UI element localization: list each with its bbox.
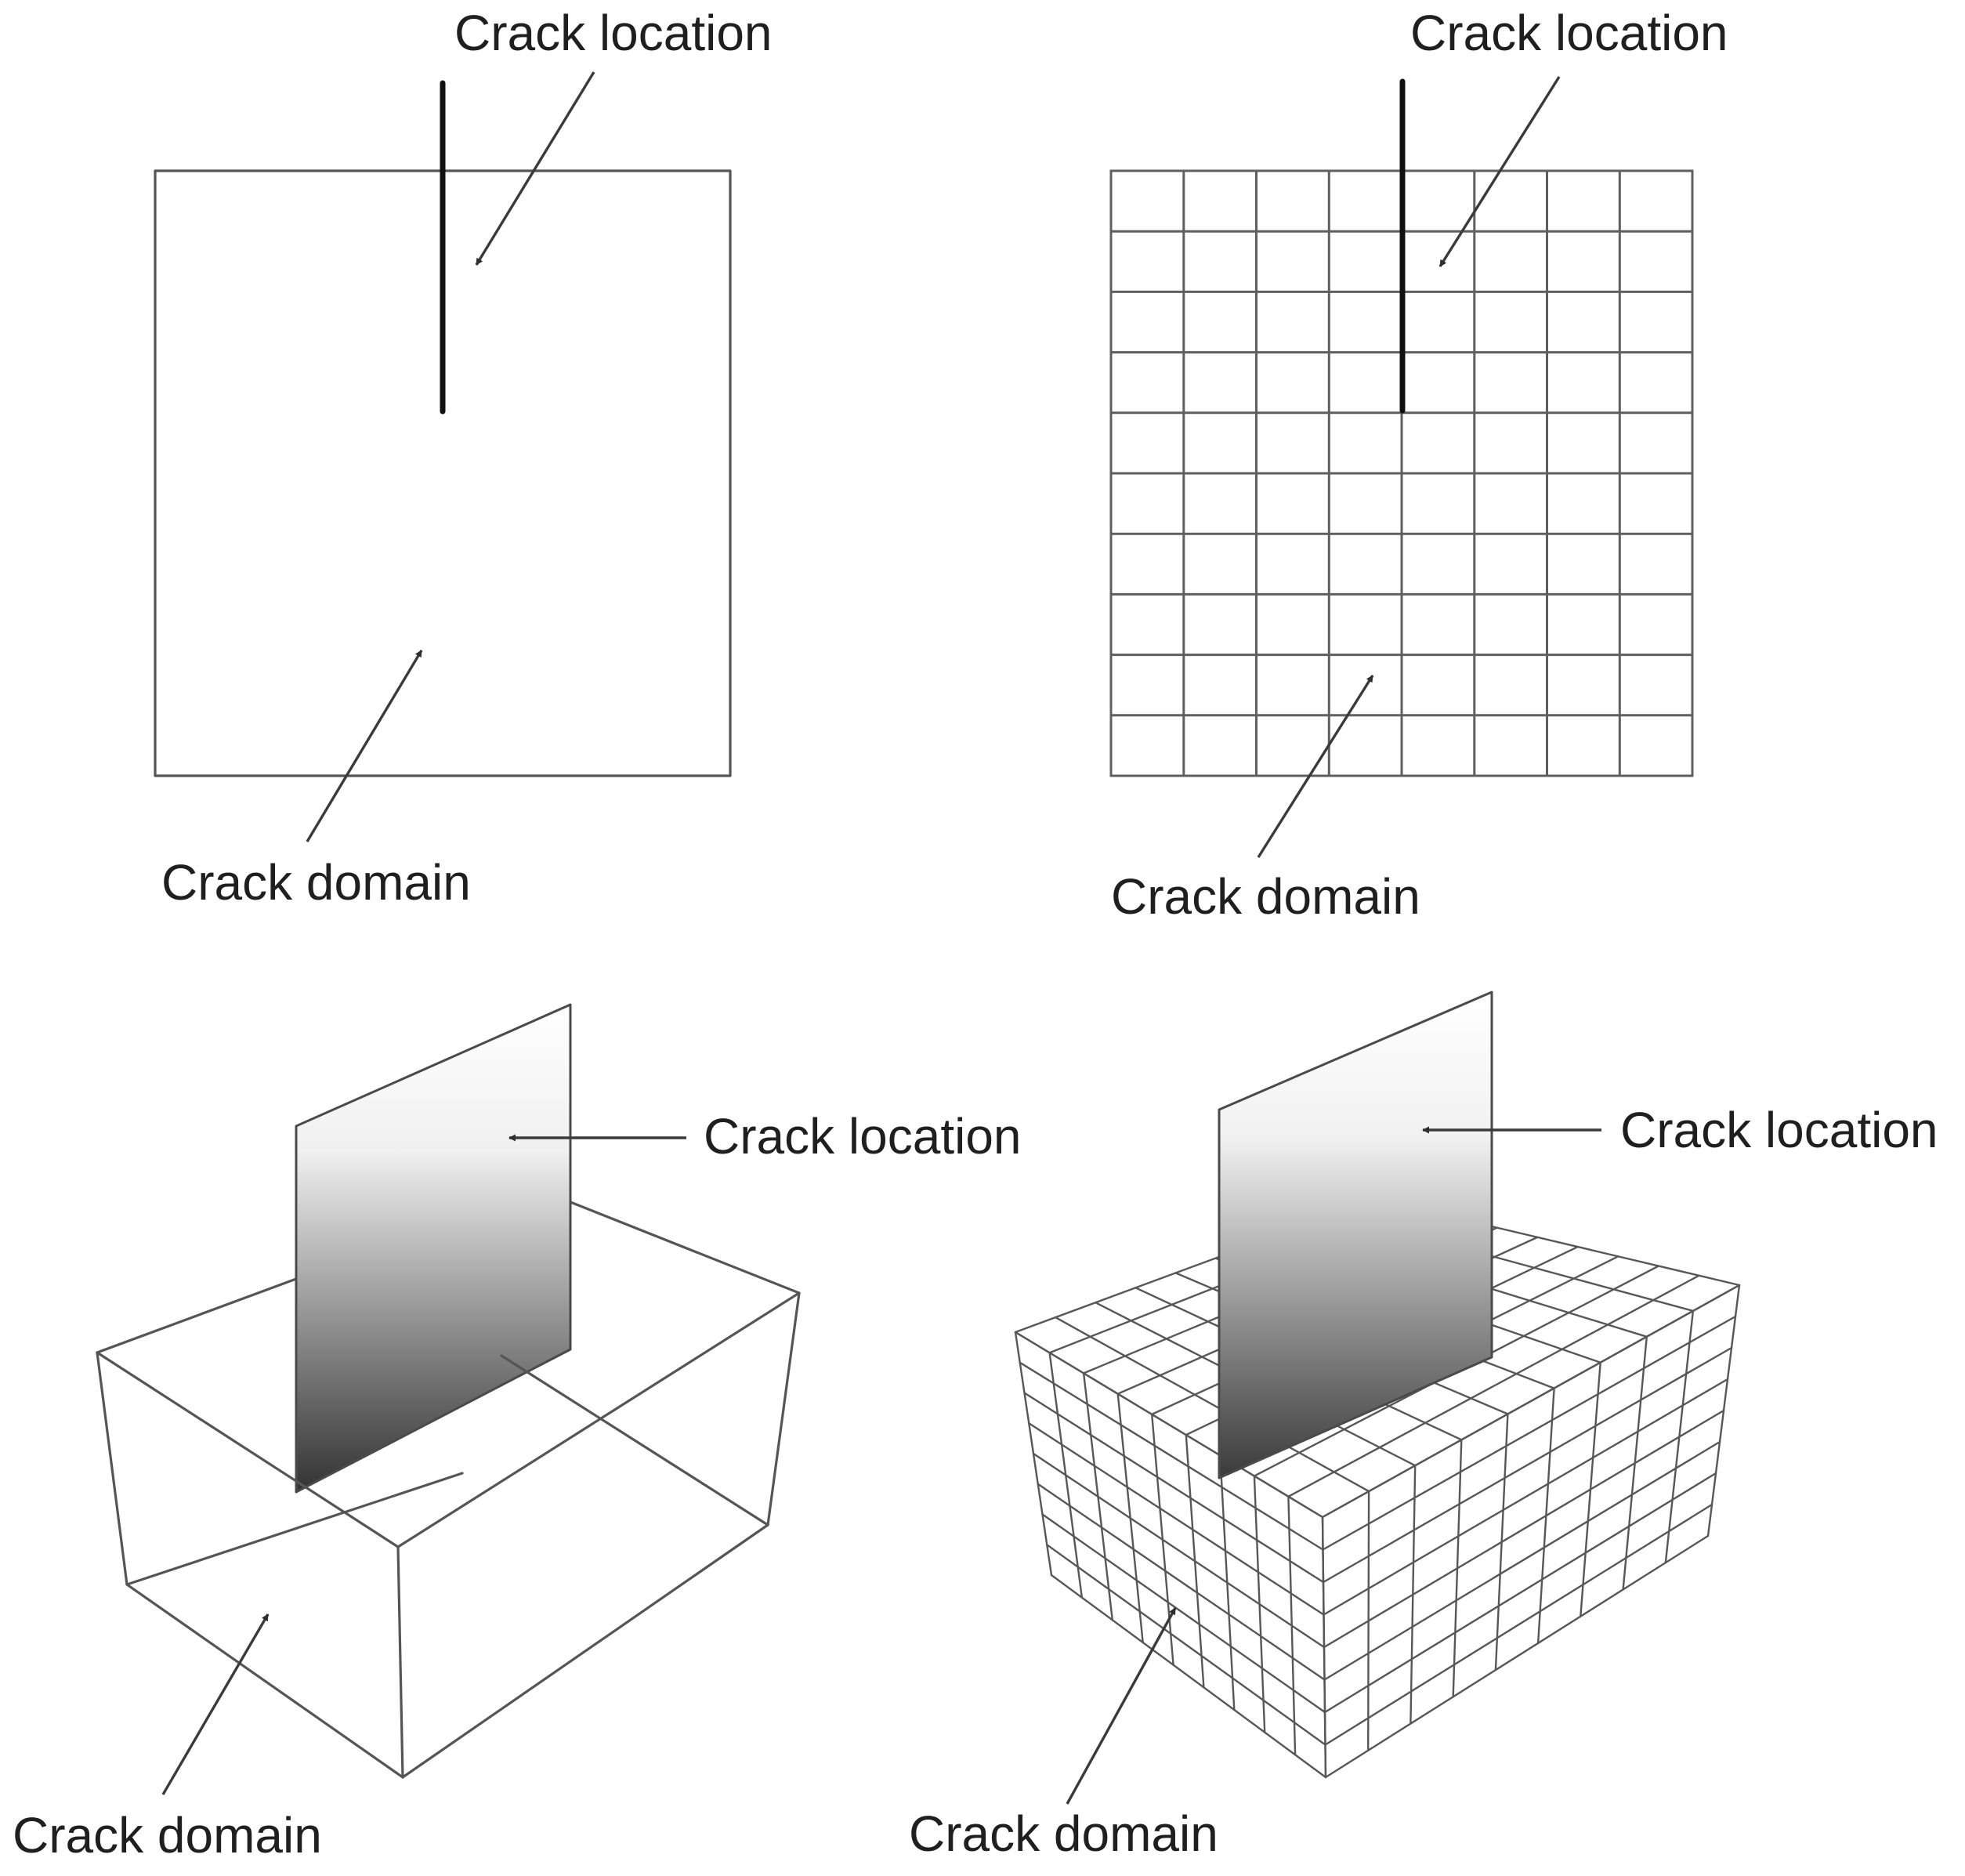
panel-2d-mesh: Crack location Crack domain: [1109, 5, 1728, 925]
crack-location-label: Crack location: [1620, 1102, 1938, 1158]
mesh-line: [1323, 1440, 1721, 1681]
crack-plane: [295, 1003, 572, 1494]
mesh-line: [1046, 1544, 1326, 1746]
crack-domain-pointer: [161, 1613, 270, 1795]
crack-domain-label: Crack domain: [1111, 868, 1420, 925]
box-top-right-back-edge: [569, 1201, 801, 1295]
panel-3d-continuous: Crack location Crack domain: [13, 1003, 1022, 1863]
mesh-line: [1323, 1472, 1717, 1714]
box-left-vertical-edge: [96, 1351, 128, 1586]
box-hidden-left-edge: [125, 1472, 464, 1586]
crack-domain-label: Crack domain: [13, 1807, 322, 1863]
box-hidden-right-edge: [500, 1354, 769, 1527]
crack-domain-label: Crack domain: [909, 1805, 1218, 1862]
mesh-line: [1037, 1483, 1326, 1681]
mesh-line: [1041, 1513, 1326, 1714]
box-top-front-left-edge: [96, 1351, 400, 1548]
mesh-line: [1023, 1392, 1325, 1584]
mesh-line: [1014, 1331, 1324, 1519]
crack-domain-label: Crack domain: [161, 854, 471, 911]
mesh-line: [1050, 1574, 1327, 1779]
mesh-line: [1323, 1409, 1725, 1649]
mesh-line: [1322, 1315, 1737, 1551]
box-right-vertical-edge: [766, 1291, 801, 1527]
crack-location-pointer: [1438, 76, 1561, 267]
mesh-line: [1324, 1534, 1710, 1779]
mesh-line: [1032, 1452, 1326, 1649]
crack-location-label: Crack location: [704, 1108, 1022, 1164]
mesh-front-face: [1014, 1331, 1327, 1779]
crack-domain-pointer: [306, 650, 423, 842]
box-top-back-edge: [96, 1277, 298, 1354]
panel-2d-continuous: Crack location Crack domain: [154, 5, 773, 911]
crack-location-label: Crack location: [454, 5, 773, 61]
mesh-line: [1019, 1361, 1324, 1551]
crack-location-pointer: [475, 71, 595, 266]
mesh-right-face: [1321, 1284, 1741, 1779]
mesh-line: [1287, 1274, 1700, 1498]
crack-domain-pointer: [1257, 675, 1374, 858]
crack-location-label: Crack location: [1410, 5, 1728, 61]
crack-plane: [1218, 991, 1493, 1479]
panel-3d-mesh: Crack location Crack domain: [909, 991, 1938, 1862]
mesh-line: [1321, 1284, 1741, 1519]
mesh-line: [1324, 1503, 1713, 1746]
mesh-line: [1323, 1378, 1729, 1616]
box-top-front-right-edge: [396, 1291, 801, 1548]
box-front-vertical-edge: [396, 1545, 404, 1779]
mesh-line: [1322, 1346, 1733, 1584]
crack-domain-pointer: [1066, 1607, 1177, 1805]
mesh-line: [1028, 1422, 1325, 1616]
box-bottom-left-edge: [125, 1583, 404, 1779]
box-bottom-right-edge: [401, 1523, 769, 1779]
mesh-line: [1054, 1316, 1370, 1493]
